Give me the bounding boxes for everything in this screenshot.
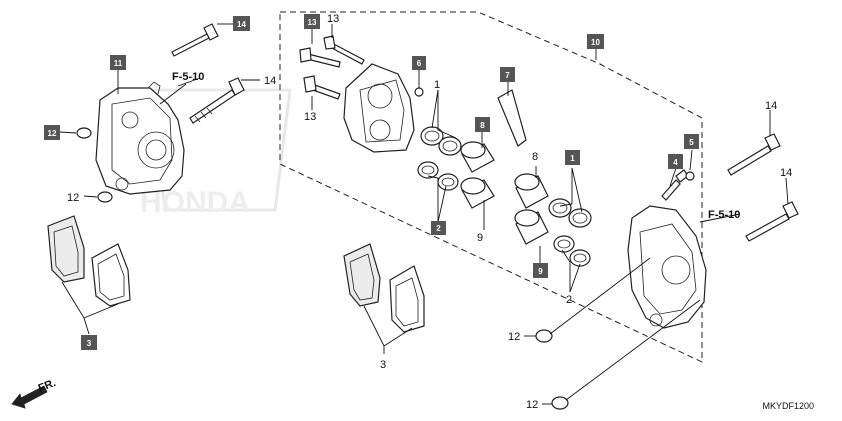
callout-1-center: 1 [434,79,440,91]
left-caliper [95,81,185,195]
pad-spring-7 [497,89,527,147]
callout-3-center: 3 [380,359,386,371]
callout-14-mid: 14 [264,75,276,87]
callout-12-left-lower: 12 [67,192,79,204]
svg-text:5: 5 [689,138,694,147]
front-direction-arrow: FR. [11,377,58,409]
svg-text:11: 11 [114,59,123,68]
callout-9-center: 9 [477,232,483,244]
svg-text:1: 1 [570,154,575,163]
svg-text:14: 14 [237,20,246,29]
svg-text:4: 4 [673,158,678,167]
callout-box-13: 13 [304,14,320,29]
seals-right [548,198,592,267]
callout-box-1-right: 1 [565,150,580,165]
callout-13-lower: 13 [304,111,316,123]
callout-box-2-center: 2 [431,221,446,235]
svg-text:10: 10 [591,38,600,47]
svg-text:3: 3 [87,339,92,348]
pistons-right [514,173,549,245]
kit-outline [279,11,703,363]
bleed-cap-6 [414,87,424,97]
svg-text:8: 8 [480,121,485,130]
svg-text:7: 7 [505,71,510,80]
svg-text:FR.: FR. [37,377,58,395]
callout-box-8: 8 [475,117,490,132]
callout-box-12-left: 12 [44,125,60,140]
seals-center [417,126,462,191]
pad-center-a [343,243,381,307]
callout-box-7: 7 [500,67,515,82]
callout-box-10: 10 [587,34,604,49]
callout-2-right: 2 [566,294,572,306]
callout-box-13-lower [304,72,320,87]
svg-text:13: 13 [308,18,317,27]
svg-text:9: 9 [538,267,543,276]
callout-12-right-upper: 12 [508,331,520,343]
callout-box-5: 5 [684,134,699,149]
callout-box-14-top: 14 [233,16,250,31]
callout-box-11: 11 [110,55,126,70]
svg-text:2: 2 [436,224,441,233]
bolt-middle-left [189,77,245,124]
bolt-upper-left [171,23,219,57]
reference-label-right: F-5-10 [708,209,740,221]
callout-box-3-left: 3 [81,335,97,350]
callout-8-right: 8 [532,151,538,163]
leader-lines [59,23,789,405]
center-caliper [343,63,415,153]
pad-left-b [91,243,131,307]
callout-14-right-upper: 14 [765,100,777,112]
callout-box-6: 6 [412,56,426,70]
callout-12-right-lower: 12 [526,399,538,411]
seal-12-right-upper [535,329,553,343]
callout-box-4: 4 [668,154,683,169]
bleeder-valve [661,169,695,201]
reference-label-left: F-5-10 [172,71,204,83]
pistons-center [460,141,495,209]
bolts-14-right [727,133,799,242]
right-caliper [627,205,707,329]
seal-12-right-lower [551,396,569,410]
bolts-13 [299,35,365,100]
seal-12-left-lower [97,191,113,203]
svg-text:6: 6 [417,59,422,68]
svg-text:12: 12 [48,129,57,138]
pad-center-b [389,265,425,333]
pad-left-a [47,215,85,283]
seal-12-left-upper [76,127,92,139]
callout-13-top: 13 [327,13,339,25]
callout-box-9-right: 9 [533,263,548,278]
diagram-code: MKYDF1200 [762,401,814,411]
callout-14-right-lower: 14 [780,167,792,179]
